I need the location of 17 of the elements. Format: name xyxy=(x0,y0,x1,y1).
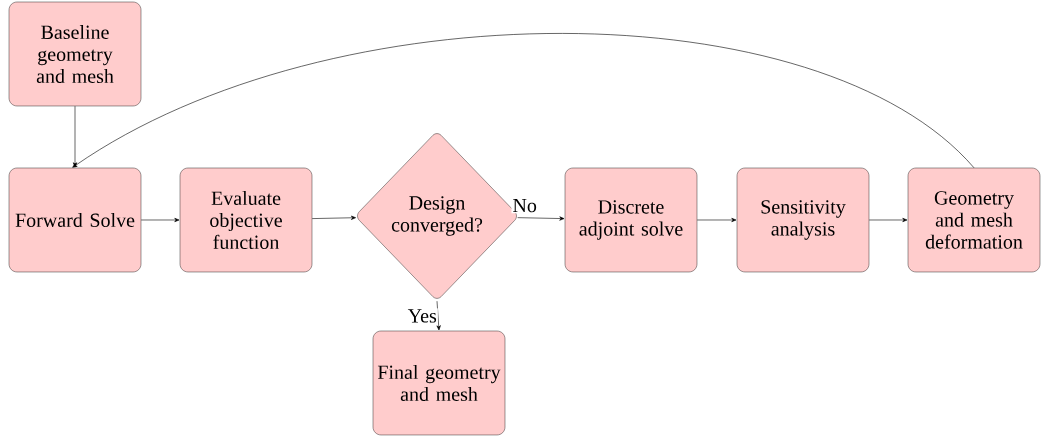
process-box: Geometry and mesh deformation xyxy=(907,167,1041,273)
arrow xyxy=(311,215,356,220)
arrow xyxy=(868,217,908,223)
edge-label: Yes xyxy=(406,308,438,324)
arrow xyxy=(72,33,975,169)
arrow xyxy=(517,216,565,221)
arrow xyxy=(436,300,441,331)
arrow xyxy=(696,217,737,223)
process-box: Forward Solve xyxy=(8,167,142,273)
process-box: Discrete adjoint solve xyxy=(564,167,698,273)
arrow xyxy=(72,105,78,168)
process-box: Baseline geometry and mesh xyxy=(8,1,142,107)
process-box: Evaluate objective function xyxy=(179,167,313,273)
arrow xyxy=(140,217,180,223)
edge-label: No xyxy=(511,198,538,214)
process-box: Final geometry and mesh xyxy=(372,330,506,436)
process-box: Sensitivity analysis xyxy=(736,167,870,273)
